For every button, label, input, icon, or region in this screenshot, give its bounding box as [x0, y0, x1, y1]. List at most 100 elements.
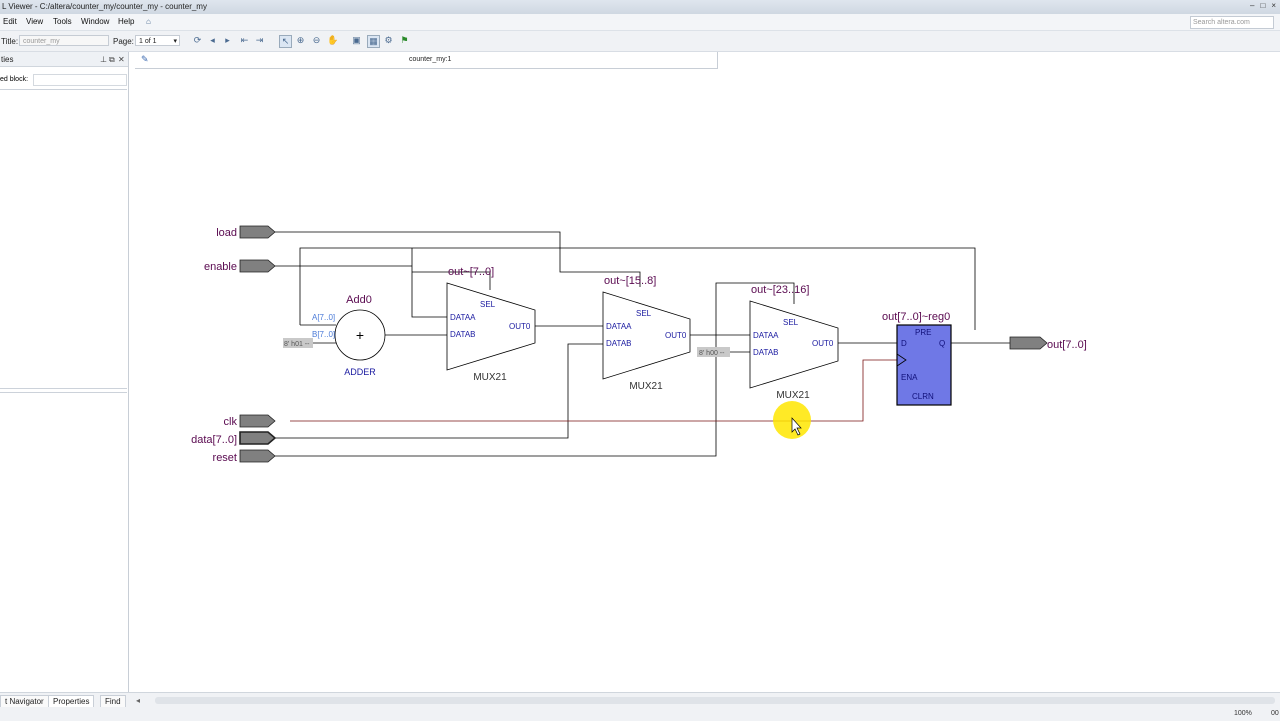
- title-bar: L Viewer - C:/altera/counter_my/counter_…: [0, 0, 1280, 15]
- zoom-out-icon[interactable]: ⊖: [312, 35, 321, 45]
- title-field[interactable]: counter_my: [19, 35, 109, 46]
- pin-page-icon[interactable]: ✎: [141, 54, 149, 64]
- adder-name: Add0: [346, 294, 372, 306]
- wire-clk: [290, 359, 897, 422]
- properties-list: [0, 89, 127, 389]
- mux1-block[interactable]: out~[7..0] SEL DATAA DATAB OUT0 MUX21: [446, 266, 536, 383]
- chevron-down-icon: ▾: [173, 38, 177, 45]
- menu-tools[interactable]: Tools: [53, 17, 72, 26]
- mux1-type: MUX21: [473, 372, 507, 383]
- wire-data: [275, 343, 603, 439]
- mux2-out: OUT0: [665, 331, 687, 340]
- wire-load: [275, 231, 641, 287]
- forward-icon[interactable]: ▸: [225, 35, 230, 45]
- horizontal-scrollbar[interactable]: [155, 697, 1275, 704]
- port-clk[interactable]: clk: [224, 414, 276, 428]
- port-load-label: load: [216, 227, 237, 239]
- register-pre: PRE: [915, 328, 931, 337]
- close-button[interactable]: ×: [1271, 1, 1276, 10]
- adder-pin-b: B[7..0]: [312, 330, 335, 339]
- minimize-button[interactable]: –: [1250, 1, 1255, 10]
- status-extra: 00: [1271, 710, 1279, 717]
- mux3-datab: DATAB: [753, 348, 778, 357]
- refresh-icon[interactable]: ⟳: [193, 35, 202, 45]
- port-clk-label: clk: [224, 416, 238, 428]
- adder-block[interactable]: Add0 + A[7..0] B[7..0] 8' h01 -- ADDER: [283, 294, 386, 377]
- zoom-in-icon[interactable]: ⊕: [296, 35, 305, 45]
- schematic-canvas[interactable]: load enable clk data[7..0] reset out[7..…: [133, 52, 1280, 692]
- port-data-label: data[7..0]: [191, 434, 237, 446]
- filter-icon[interactable]: ⚙: [384, 35, 393, 45]
- float-icon[interactable]: ⧉: [109, 55, 115, 64]
- register-q: Q: [939, 339, 945, 348]
- wires: [275, 231, 1010, 457]
- mux1-dataa: DATAA: [450, 313, 476, 322]
- mux3-sel: SEL: [783, 318, 799, 327]
- zoom-level: 100%: [1234, 710, 1252, 717]
- select-tool-icon[interactable]: ↖: [279, 35, 292, 48]
- title-label: Title:: [1, 37, 19, 46]
- netlist-icon[interactable]: ▦: [367, 35, 380, 48]
- register-name: out[7..0]~reg0: [882, 311, 950, 323]
- properties-detail: [0, 392, 127, 693]
- search-input[interactable]: Search altera.com: [1190, 16, 1274, 29]
- register-ena: ENA: [901, 373, 918, 382]
- mux2-type: MUX21: [629, 381, 663, 392]
- menu-view[interactable]: View: [26, 17, 44, 26]
- adder-symbol: +: [356, 327, 364, 343]
- mux3-block[interactable]: out~[23..16] SEL DATAA DATAB OUT0 8' h00…: [697, 284, 839, 401]
- menu-edit[interactable]: Edit: [3, 17, 17, 26]
- hand-tool-icon[interactable]: ✋: [327, 35, 339, 45]
- menu-help[interactable]: Help: [118, 17, 135, 26]
- wire-feedback: [299, 247, 976, 330]
- mux1-out: OUT0: [509, 322, 531, 331]
- register-block[interactable]: out[7..0]~reg0 PRE D Q ENA CLRN: [882, 311, 952, 406]
- port-reset-label: reset: [213, 452, 237, 464]
- whats-this-icon[interactable]: ⌂: [146, 17, 151, 26]
- mux2-sel: SEL: [636, 309, 652, 318]
- menu-bar: Edit View Tools Window Help ⌂ Search alt…: [0, 14, 1280, 31]
- port-reset[interactable]: reset: [213, 449, 276, 464]
- toolbar: Title: counter_my Page: 1 of 1 ▾ ⟳ ◂ ▸ ⇤…: [0, 31, 1280, 52]
- hierarchy-up-icon[interactable]: ⇤: [240, 35, 249, 45]
- wire-dataa1: [411, 248, 447, 318]
- panel-header: ties ⊥ ⧉ ✕: [0, 52, 128, 67]
- mux3-out: OUT0: [812, 339, 834, 348]
- find-icon[interactable]: ⚑: [400, 35, 409, 45]
- mux3-const-a: 8' h00 --: [699, 350, 725, 357]
- close-icon[interactable]: ✕: [118, 55, 125, 64]
- port-out-label: out[7..0]: [1047, 339, 1087, 351]
- hierarchy-down-icon[interactable]: ⇥: [255, 35, 264, 45]
- scroll-left-icon[interactable]: ◂: [136, 696, 141, 705]
- mux3-name: out~[23..16]: [751, 284, 809, 296]
- wire-reset: [275, 282, 795, 457]
- document-tab[interactable]: counter_my:1: [135, 52, 718, 69]
- properties-panel: ties ⊥ ⧉ ✕ ed block:: [0, 52, 129, 692]
- mux1-datab: DATAB: [450, 330, 475, 339]
- mux1-name: out~[7..0]: [448, 266, 494, 278]
- status-bar: 100% 00: [0, 707, 1280, 720]
- page-select[interactable]: 1 of 1 ▾: [135, 35, 180, 46]
- back-icon[interactable]: ◂: [210, 35, 215, 45]
- adder-pin-a: A[7..0]: [312, 313, 335, 322]
- cursor-arrow-icon: [791, 417, 802, 436]
- mux1-sel: SEL: [480, 300, 496, 309]
- wire-load-sel1: [412, 271, 491, 290]
- mux3-type: MUX21: [776, 390, 810, 401]
- maximize-button[interactable]: □: [1260, 1, 1266, 10]
- page-label: Page:: [113, 37, 134, 46]
- port-enable[interactable]: enable: [204, 259, 276, 273]
- page-select-value: 1 of 1: [139, 38, 157, 45]
- port-out[interactable]: out[7..0]: [1009, 336, 1087, 351]
- port-data[interactable]: data[7..0]: [191, 431, 277, 446]
- pin-icon[interactable]: ⊥: [100, 55, 107, 64]
- mux2-block[interactable]: out~[15..8] SEL DATAA DATAB OUT0 MUX21: [602, 275, 691, 392]
- window-title: L Viewer - C:/altera/counter_my/counter_…: [2, 2, 207, 11]
- fit-window-icon[interactable]: ▣: [352, 35, 361, 45]
- menu-window[interactable]: Window: [81, 17, 110, 26]
- selected-block-field[interactable]: [33, 74, 127, 86]
- panel-title: ties: [1, 55, 14, 64]
- adder-const-b: 8' h01 --: [284, 341, 310, 348]
- register-d: D: [901, 339, 907, 348]
- port-load[interactable]: load: [216, 225, 276, 239]
